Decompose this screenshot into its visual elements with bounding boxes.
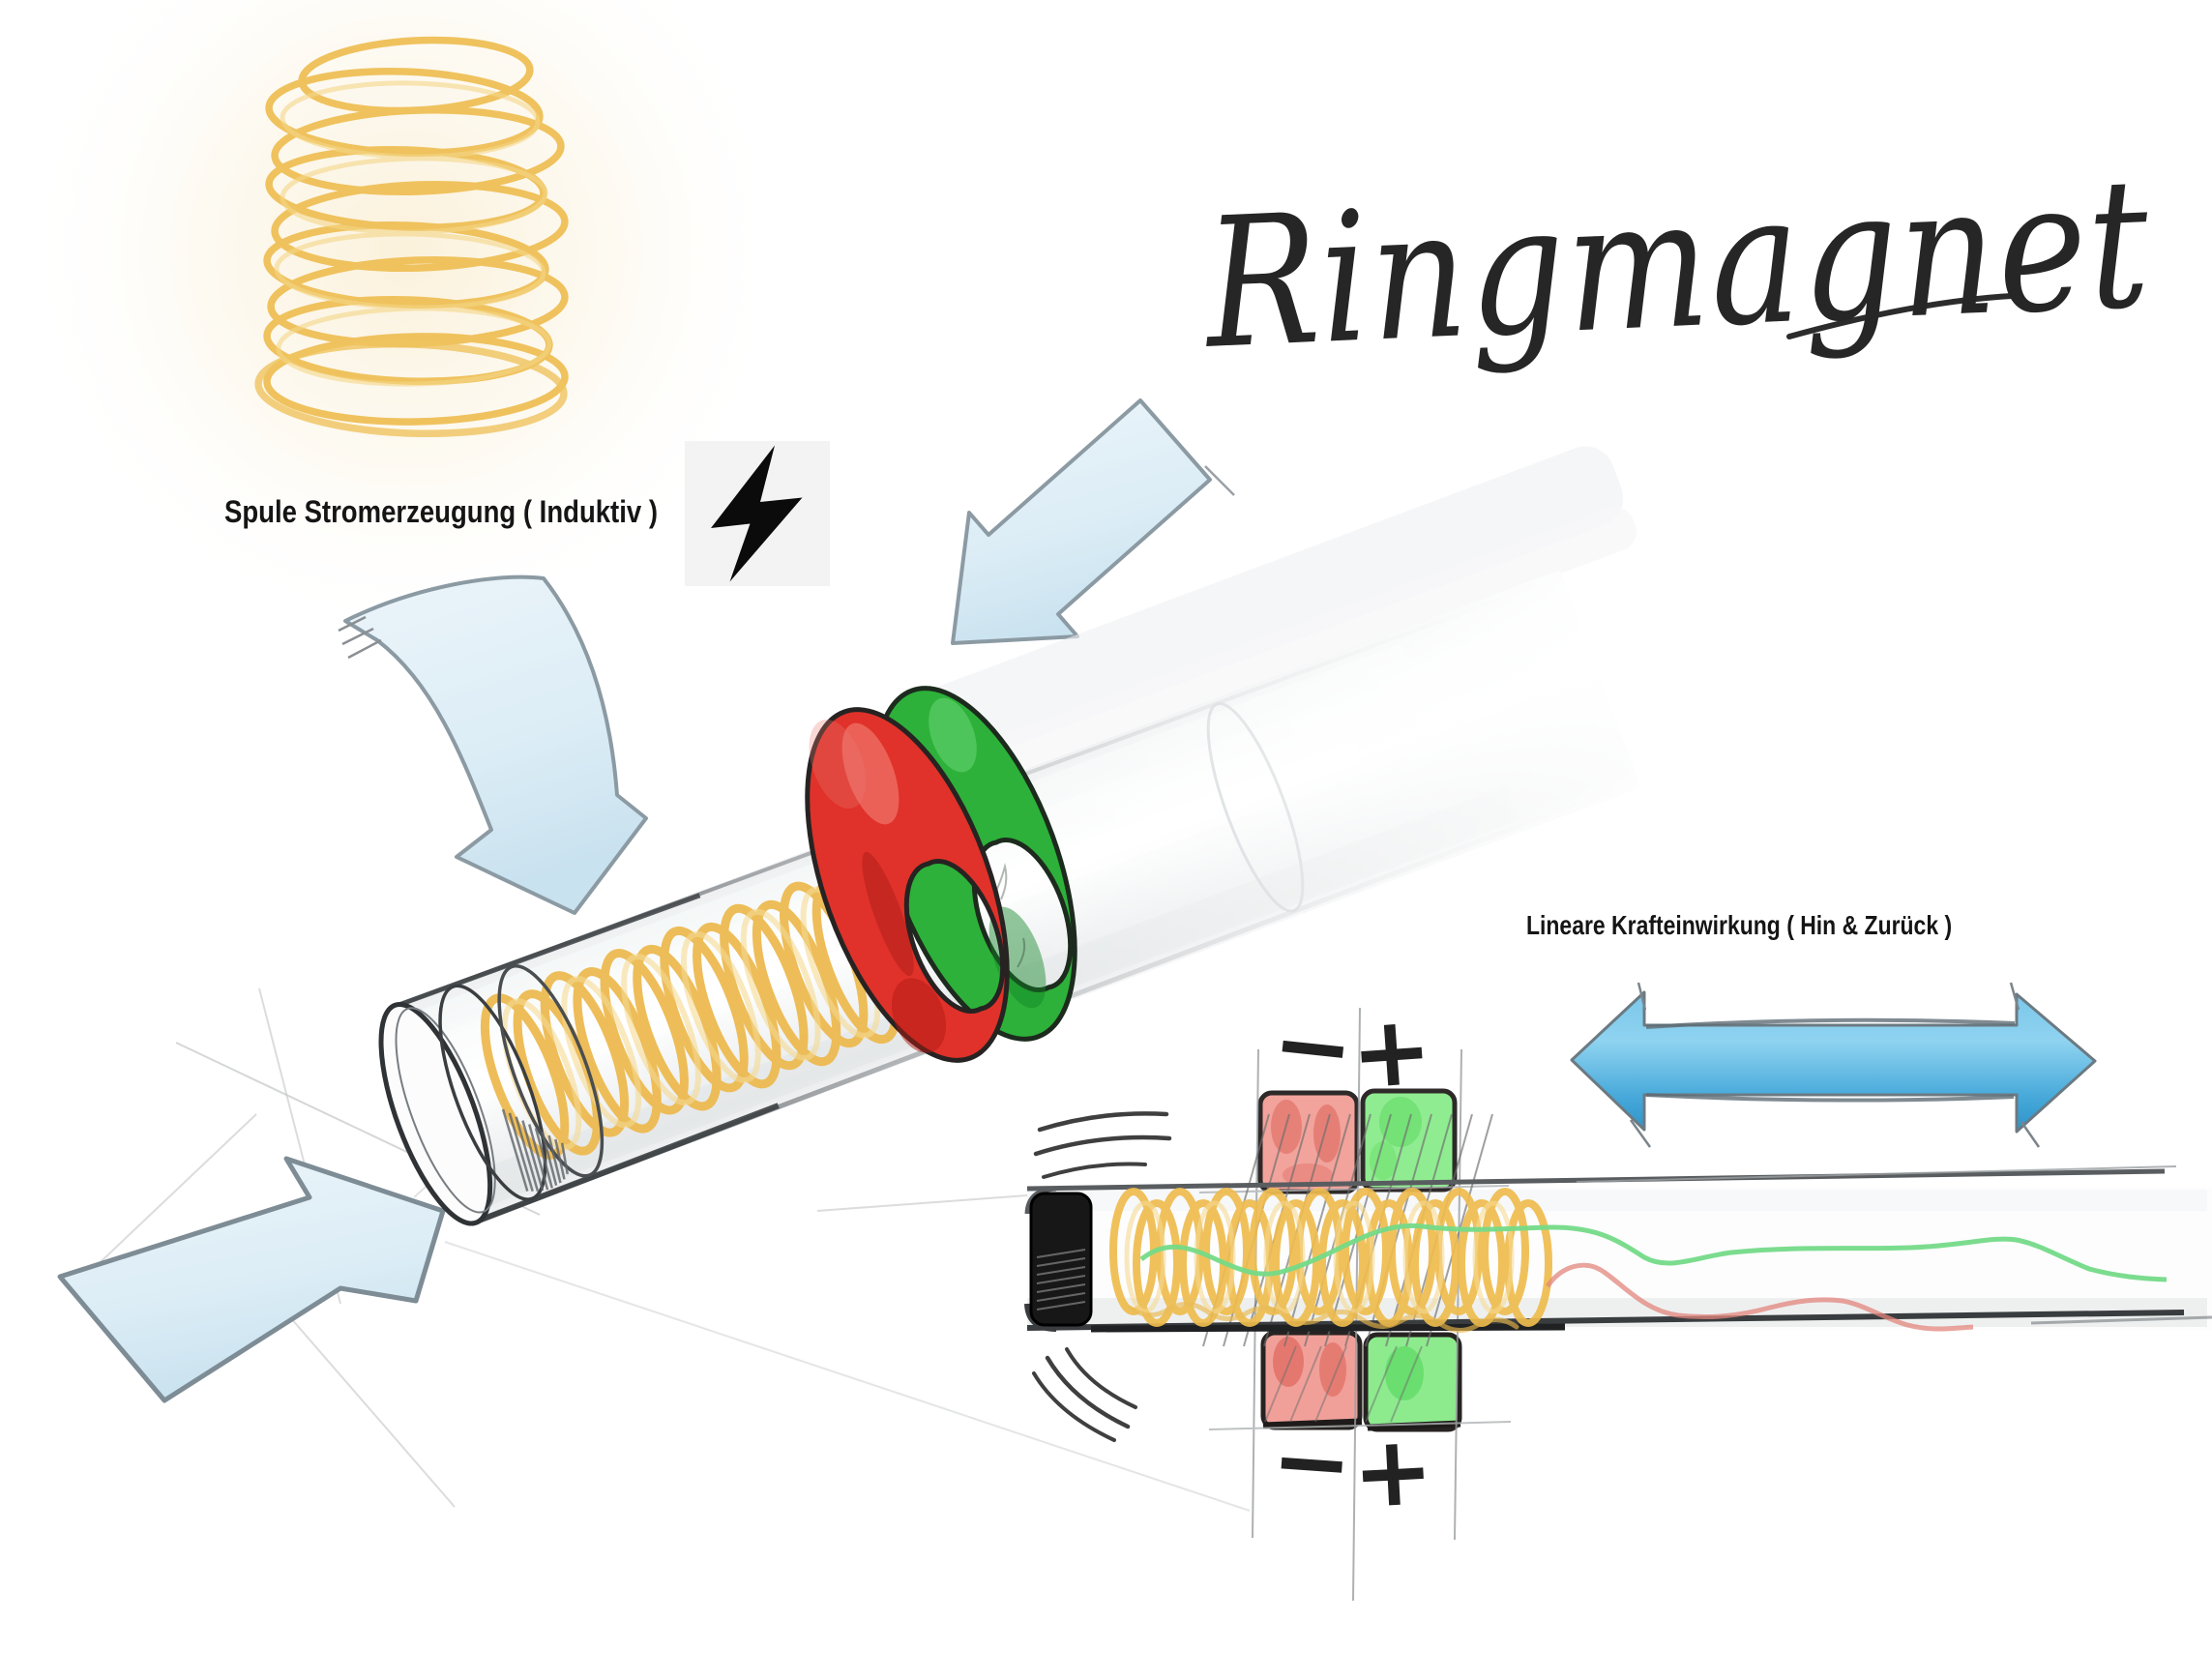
signal-trace-red bbox=[1545, 1262, 1974, 1332]
polarity-top-plus: + bbox=[1347, 992, 1436, 1111]
coil-label: Spule Stromerzeugung ( Induktiv ) bbox=[224, 494, 658, 529]
polarity-bottom-plus: + bbox=[1349, 1413, 1436, 1530]
ringmagnet-arrow bbox=[951, 398, 1235, 645]
signal-trace-green bbox=[1139, 1222, 2168, 1282]
force-label: Lineare Krafteinwirkung ( Hin & Zurück ) bbox=[1526, 910, 1953, 940]
arrow-fold-scribbles bbox=[338, 615, 382, 660]
bottom-tube-diagram: − + − + bbox=[1024, 986, 2212, 1602]
vibration-marks bbox=[1032, 1111, 1172, 1442]
lightning-bolt-icon bbox=[685, 441, 830, 586]
push-arrow bbox=[57, 1156, 446, 1403]
spule-arrow bbox=[338, 574, 648, 915]
polarity-top-minus: − bbox=[1267, 986, 1360, 1106]
polarity-signs: − + − + bbox=[1267, 986, 1436, 1530]
lightning-bolt-glyph bbox=[711, 445, 803, 582]
warm-paper-tint bbox=[0, 0, 754, 696]
handwritten-title: Ringmagnet bbox=[1201, 138, 2155, 389]
linear-force-arrow bbox=[1570, 982, 2097, 1148]
ring-magnet-red bbox=[805, 707, 1010, 1063]
coil-sketch bbox=[254, 36, 569, 438]
handwriting-flourish bbox=[1786, 293, 2015, 339]
ghost-tube-band bbox=[913, 446, 1624, 768]
construction-lines bbox=[86, 987, 1251, 1512]
bottom-tube-magnet-cap bbox=[1029, 1192, 1093, 1327]
polarity-bottom-minus: − bbox=[1268, 1402, 1357, 1521]
arrow-overshoot-ticks bbox=[1629, 982, 2041, 1148]
